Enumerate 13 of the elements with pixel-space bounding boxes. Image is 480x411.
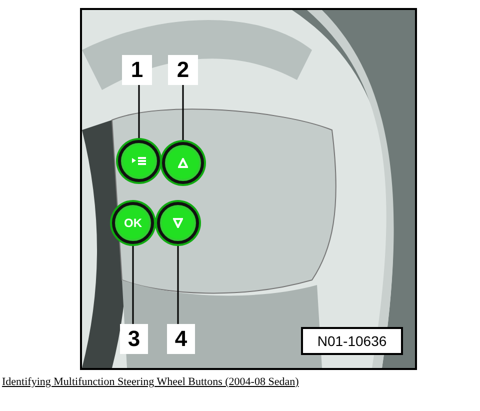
leader-line [132,244,134,324]
round-button [157,202,199,244]
callout-number: 2 [168,55,198,85]
leader-line [182,85,184,142]
leader-line [138,85,140,140]
leader-line [177,244,179,324]
round-button: OK [112,202,154,244]
reference-number: N01-10636 [301,327,403,355]
callout-number: 3 [120,324,148,354]
callout-number: 1 [122,55,152,85]
callout-number: 4 [167,324,195,354]
caption: Identifying Multifunction Steering Wheel Buttons (2004-08 Sedan) [2,376,300,388]
round-button [162,142,204,184]
